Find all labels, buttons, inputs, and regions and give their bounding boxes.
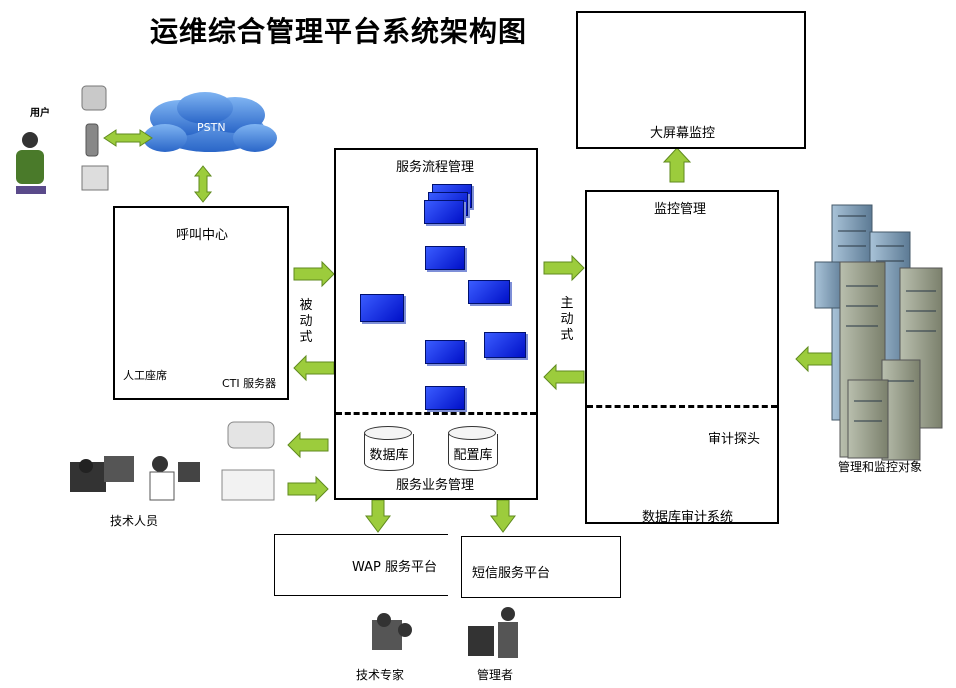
audit-probe-label: 审计探头 — [708, 432, 761, 447]
config-db-cylinder: 配置库 — [448, 426, 498, 474]
buildings — [814, 204, 943, 461]
call-center-box — [113, 206, 289, 400]
monitor-divider — [587, 405, 777, 408]
page-title: 运维综合管理平台系统架构图 — [150, 15, 528, 48]
db-audit-label: 数据库审计系统 — [642, 510, 734, 525]
pstn-label: PSTN — [197, 121, 226, 134]
flow-node — [425, 340, 465, 364]
flow-node — [424, 200, 464, 224]
cti-server-label: CTI 服务器 — [222, 377, 277, 390]
passive-label: 被动式 — [299, 298, 313, 345]
pstn-cloud — [143, 92, 277, 152]
big-screen-label: 大屏幕监控 — [650, 126, 716, 141]
monitor-box — [585, 190, 779, 524]
call-center-label: 呼叫中心 — [176, 228, 229, 243]
big-screen-box — [576, 11, 806, 149]
process-divider — [336, 412, 536, 415]
managed-objects-label: 管理和监控对象 — [838, 460, 923, 474]
wap-box — [274, 534, 448, 596]
database-cylinder: 数据库 — [364, 426, 414, 474]
agent-label: 人工座席 — [123, 369, 167, 382]
monitor-mgmt-label: 监控管理 — [654, 202, 707, 217]
user-label: 用户 — [30, 108, 50, 119]
process-mgmt-label: 服务流程管理 — [396, 160, 475, 175]
wap-label: WAP 服务平台 — [352, 560, 438, 575]
flow-node — [425, 386, 465, 410]
tech-expert-label: 技术专家 — [356, 668, 405, 682]
flow-node — [425, 246, 465, 270]
sms-box — [461, 536, 621, 598]
manager-label: 管理者 — [477, 668, 514, 682]
flow-node — [360, 294, 404, 322]
tech-staff-label: 技术人员 — [110, 514, 159, 528]
flow-node — [484, 332, 526, 358]
green-arrows — [103, 129, 837, 533]
sms-label: 短信服务平台 — [472, 566, 551, 581]
flow-node — [468, 280, 510, 304]
active-label: 主动式 — [560, 296, 574, 343]
service-mgmt-label: 服务业务管理 — [396, 478, 475, 493]
